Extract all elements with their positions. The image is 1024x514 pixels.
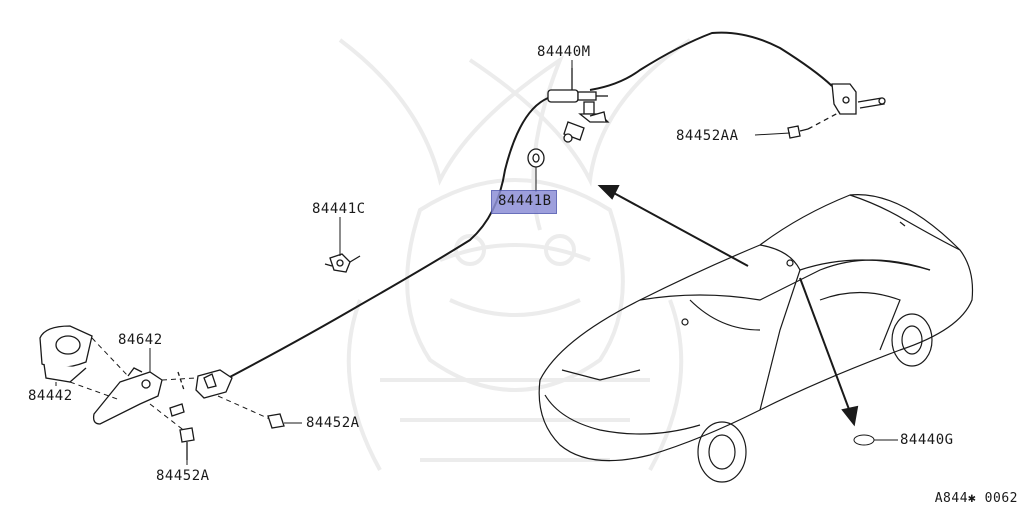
pin <box>169 403 185 417</box>
bolt-84452A-bottom <box>179 427 195 460</box>
cable-end-84440M <box>547 68 610 143</box>
lever-dashes <box>69 337 273 433</box>
grommet-84441B <box>527 148 545 168</box>
part-label-84442[interactable]: 84442 <box>28 388 73 404</box>
selection-highlight <box>491 190 557 214</box>
direction-arrows <box>597 185 859 427</box>
diagram-reference-code: A844✱ 0062 <box>934 491 1018 506</box>
clip-84441C <box>324 253 361 273</box>
lever-handle-84642 <box>92 367 163 425</box>
bracket-right <box>831 83 886 115</box>
release-cable[interactable] <box>227 31 833 379</box>
leader-lines <box>55 60 898 465</box>
part-label-84452AA[interactable]: 84452AA <box>676 128 739 144</box>
lever-bracket-84442 <box>39 325 93 383</box>
cable-holder <box>177 369 233 399</box>
bolt-84452A-right <box>267 413 285 429</box>
part-label-84440M[interactable]: 84440M <box>537 44 591 60</box>
part-label-84452A-right[interactable]: 84452A <box>306 415 360 431</box>
watermark-crest <box>338 38 692 471</box>
part-label-84441C[interactable]: 84441C <box>312 201 366 217</box>
part-label-84452A-bottom[interactable]: 84452A <box>156 468 210 484</box>
car-illustration <box>538 194 974 483</box>
bolt-84452AA <box>787 111 841 139</box>
part-label-84642[interactable]: 84642 <box>118 332 163 348</box>
part-label-84441B[interactable]: 84441B <box>498 193 552 209</box>
part-label-84440G[interactable]: 84440G <box>900 432 954 448</box>
